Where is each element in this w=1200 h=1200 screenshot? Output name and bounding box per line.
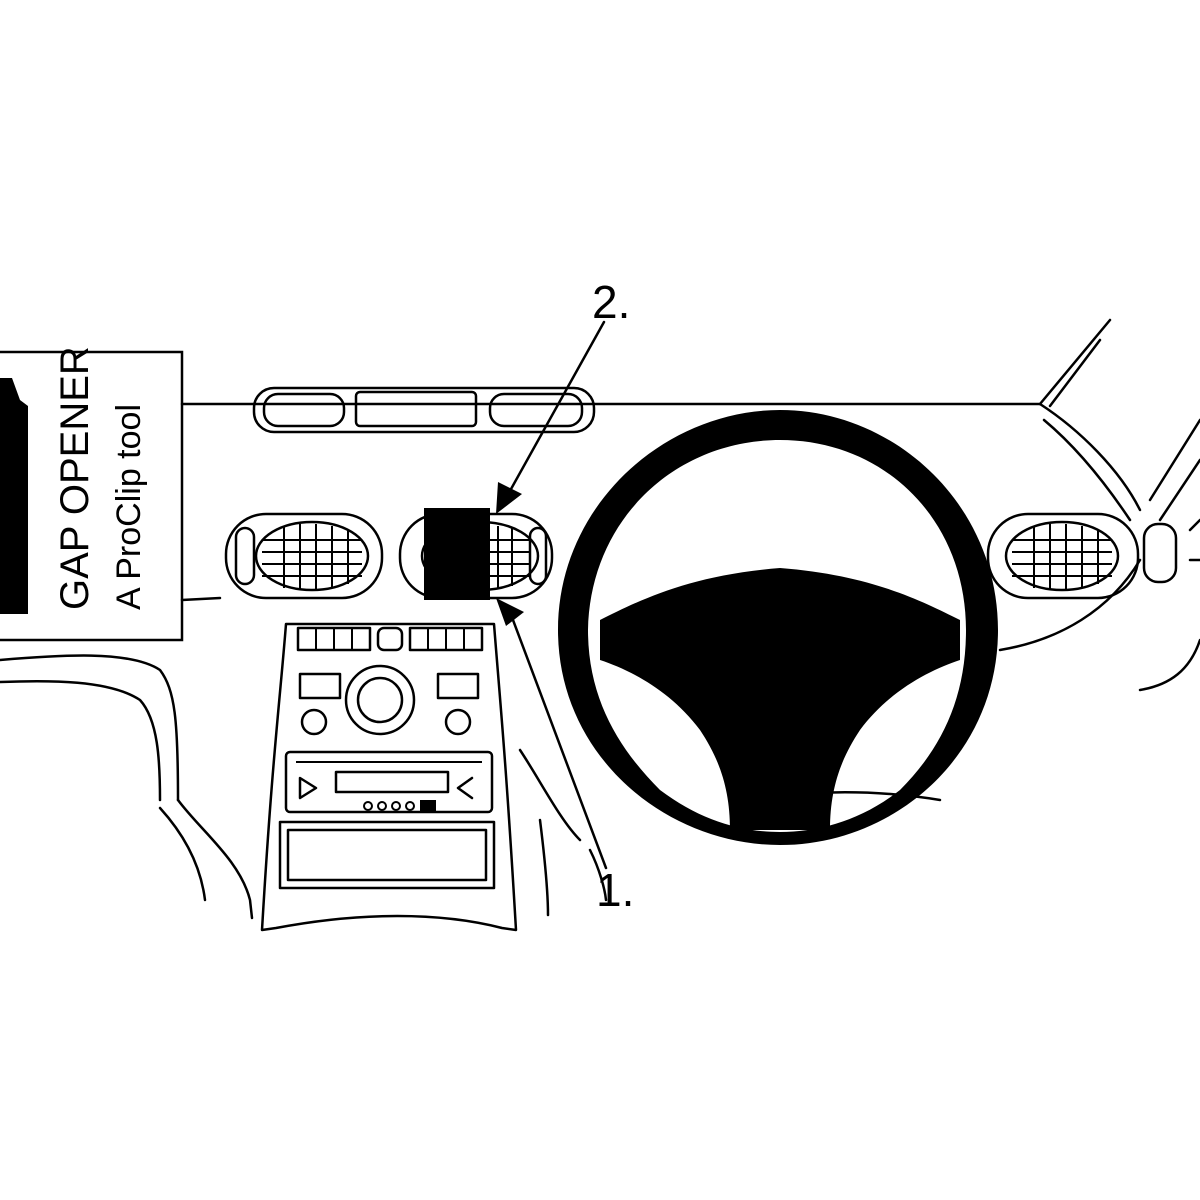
dashboard-outline <box>0 318 1200 920</box>
callout-1: 1. <box>496 598 634 916</box>
console-dial <box>344 664 416 736</box>
center-console <box>260 622 518 932</box>
console-button-left <box>298 672 342 700</box>
storage-compartment <box>278 820 496 890</box>
air-vent-far-right <box>986 512 1200 600</box>
callout-1-label: 1. <box>596 864 634 916</box>
air-vent-left <box>224 512 384 600</box>
gap-opener-panel: GAP OPENER A ProClip tool <box>0 346 184 642</box>
callout-2-label: 2. <box>592 276 630 328</box>
panel-frame <box>0 350 184 642</box>
callout-2-arrowhead <box>496 482 522 514</box>
panel-title: GAP OPENER <box>53 346 97 610</box>
console-top-buttons <box>296 626 484 652</box>
panel-subtitle: A ProClip tool <box>110 404 148 610</box>
gap-opener-tool-icon <box>0 378 28 614</box>
callout-2: 2. <box>496 276 630 514</box>
callout-1-arrowhead <box>496 598 524 626</box>
mount-bracket <box>424 508 490 600</box>
steering-wheel <box>558 410 998 845</box>
upper-vent-strip <box>252 386 596 434</box>
radio-unit <box>284 750 494 814</box>
air-vent-right <box>398 508 554 600</box>
console-button-right <box>436 672 480 700</box>
